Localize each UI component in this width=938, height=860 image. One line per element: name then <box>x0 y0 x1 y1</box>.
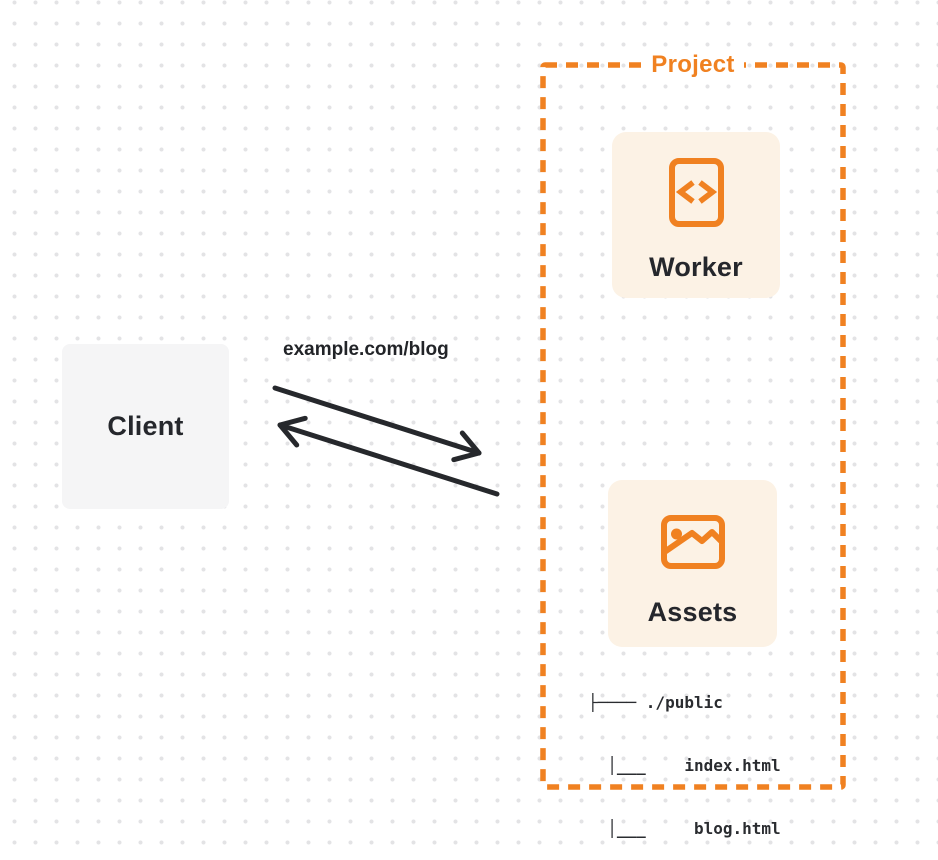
file-tree-line: │___ blog.html <box>588 819 781 838</box>
file-tree-line: ├──── ./public <box>588 693 723 712</box>
request-arrow <box>272 385 482 463</box>
assets-file-tree: ├──── ./public │___ index.html │___ blog… <box>588 650 781 860</box>
file-tree-line: │___ index.html <box>588 756 781 775</box>
image-icon <box>660 515 725 569</box>
request-response-arrows <box>272 385 500 497</box>
request-url-label: example.com/blog <box>283 339 449 360</box>
client-label: Client <box>107 411 184 441</box>
client-node: Client <box>62 344 229 509</box>
code-file-icon <box>668 158 724 227</box>
worker-label: Worker <box>649 252 743 282</box>
assets-node: Assets <box>608 480 777 647</box>
response-arrow <box>277 415 500 497</box>
worker-node: Worker <box>612 132 780 298</box>
assets-label: Assets <box>647 597 738 627</box>
